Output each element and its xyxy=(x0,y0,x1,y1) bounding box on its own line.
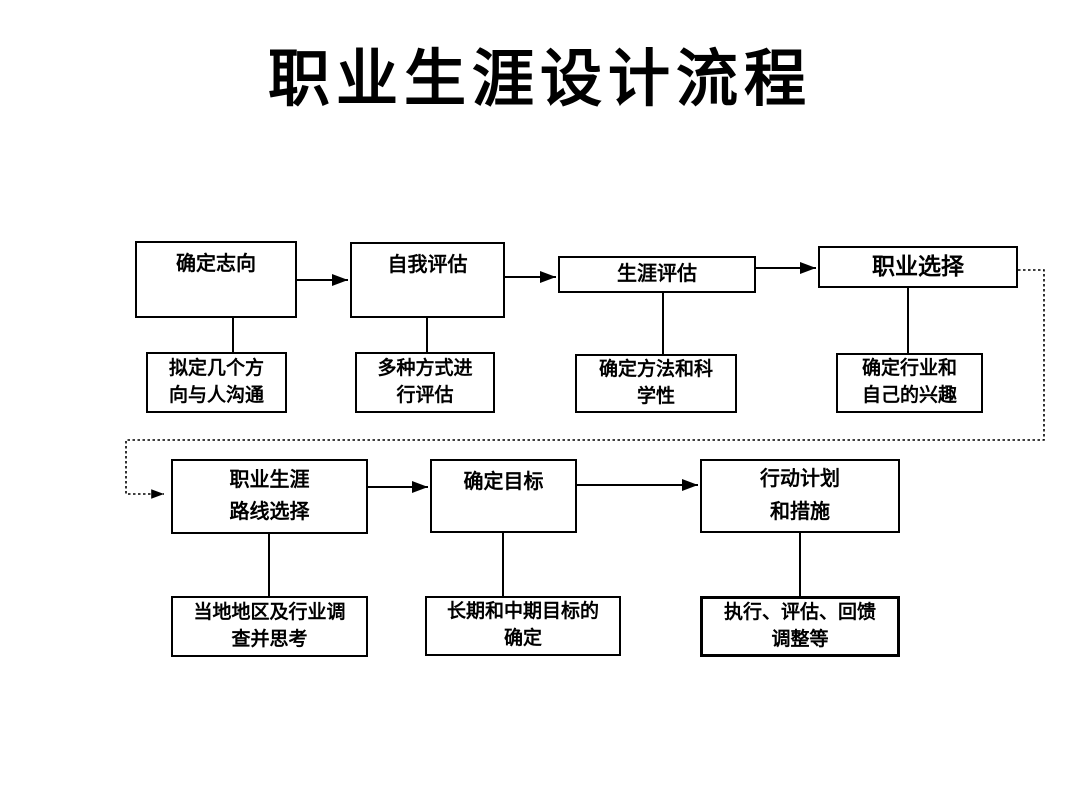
subbox-line: 调整等 xyxy=(771,628,829,650)
subbox-line: 当地地区及行业调 xyxy=(193,601,346,623)
subbox-line: 确定 xyxy=(503,628,542,649)
subbox-line: 长期和中期目标的 xyxy=(446,601,599,623)
page-title: 职业生涯设计流程 xyxy=(267,42,812,115)
flow-box-label: 职业生涯 xyxy=(229,468,310,491)
flow-box-label: 路线选择 xyxy=(229,501,310,524)
flow-box-determine-aspiration: 确定志向 xyxy=(135,241,297,318)
flow-box-self-assessment: 自我评估 xyxy=(350,242,505,318)
flow-subbox-career-choice: 确定行业和 自己的兴趣 xyxy=(836,353,983,413)
flow-subbox-action-plan: 执行、评估、回馈 调整等 xyxy=(700,596,900,657)
subbox-line: 向与人沟通 xyxy=(168,384,264,406)
flow-box-label: 确定志向 xyxy=(176,253,256,275)
subbox-line: 行评估 xyxy=(396,384,454,406)
subbox-line: 拟定几个方 xyxy=(168,357,264,379)
flow-box-label: 确定目标 xyxy=(463,471,544,493)
flow-box-career-path-selection: 职业生涯 路线选择 xyxy=(171,459,368,534)
flow-subbox-career-path-selection: 当地地区及行业调 查并思考 xyxy=(171,596,368,657)
subbox-line: 确定方法和科 xyxy=(598,358,713,380)
flow-subbox-determine-aspiration: 拟定几个方 向与人沟通 xyxy=(146,352,287,413)
flow-box-set-goals: 确定目标 xyxy=(430,459,577,533)
flow-box-action-plan: 行动计划 和措施 xyxy=(700,459,900,533)
subbox-line: 查并思考 xyxy=(231,628,308,650)
subbox-line: 多种方式进 xyxy=(377,357,473,379)
flow-box-label: 生涯评估 xyxy=(617,263,697,285)
flow-box-label: 职业选择 xyxy=(872,253,964,280)
subbox-line: 执行、评估、回馈 xyxy=(723,601,876,623)
flow-subbox-self-assessment: 多种方式进 行评估 xyxy=(355,352,495,413)
subbox-line: 确定行业和 xyxy=(861,358,957,380)
subbox-line: 自己的兴趣 xyxy=(861,385,957,406)
flow-box-label: 和措施 xyxy=(770,500,830,523)
flow-box-career-assessment: 生涯评估 xyxy=(558,256,756,293)
subbox-line: 学性 xyxy=(636,385,675,407)
flow-box-label: 行动计划 xyxy=(760,468,840,491)
flow-subbox-career-assessment: 确定方法和科 学性 xyxy=(575,354,737,413)
flow-box-career-choice: 职业选择 xyxy=(818,246,1018,288)
flow-box-label: 自我评估 xyxy=(387,254,468,276)
flow-subbox-set-goals: 长期和中期目标的 确定 xyxy=(425,596,621,656)
